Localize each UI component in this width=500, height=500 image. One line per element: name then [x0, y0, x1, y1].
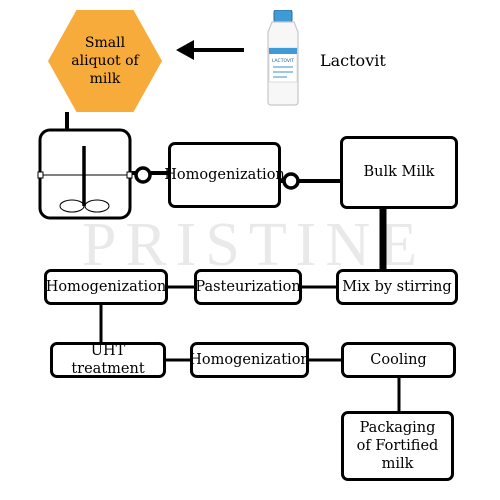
lactovit-bottle-icon: LACTOVIT	[267, 10, 299, 106]
step-bulk-milk: Bulk Milk	[340, 136, 458, 209]
bottle-label-text: LACTOVIT	[272, 58, 294, 64]
step-homogenization-3-label: Homogenization	[189, 351, 310, 368]
step-homogenization-1-label: Homogenization	[164, 166, 285, 183]
small-aliquot-hexagon: Small aliquot of milk	[48, 10, 162, 112]
step-homogenization-1: Homogenization	[164, 142, 285, 208]
lactovit-label: Lactovit	[320, 51, 386, 70]
step-uht-treatment: UHT treatment	[50, 342, 166, 378]
step-mix-by-stirring-label: Mix by stirring	[342, 278, 452, 295]
step-packaging: Packaging of Fortified milk	[341, 411, 454, 481]
step-homogenization-2-label: Homogenization	[45, 278, 167, 295]
step-cooling-label: Cooling	[370, 351, 427, 368]
step-packaging-label: Packaging of Fortified milk	[356, 419, 439, 473]
connector-node-right	[282, 172, 300, 190]
step-homogenization-3: Homogenization	[189, 342, 310, 378]
step-cooling: Cooling	[341, 342, 456, 378]
watermark-text: PRISTINE	[81, 211, 427, 279]
step-homogenization-2: Homogenization	[44, 269, 168, 305]
step-pasteurization-label: Pasteurization	[195, 278, 301, 295]
step-bulk-milk-label: Bulk Milk	[363, 164, 435, 181]
arrow-product-to-aliquot	[176, 40, 244, 60]
connector-node-left	[134, 166, 152, 184]
step-uht-treatment-label: UHT treatment	[71, 342, 145, 377]
mixer-vessel-icon	[37, 128, 133, 220]
small-aliquot-label: Small aliquot of milk	[71, 34, 139, 88]
step-mix-by-stirring: Mix by stirring	[336, 269, 458, 305]
step-pasteurization: Pasteurization	[194, 269, 302, 305]
